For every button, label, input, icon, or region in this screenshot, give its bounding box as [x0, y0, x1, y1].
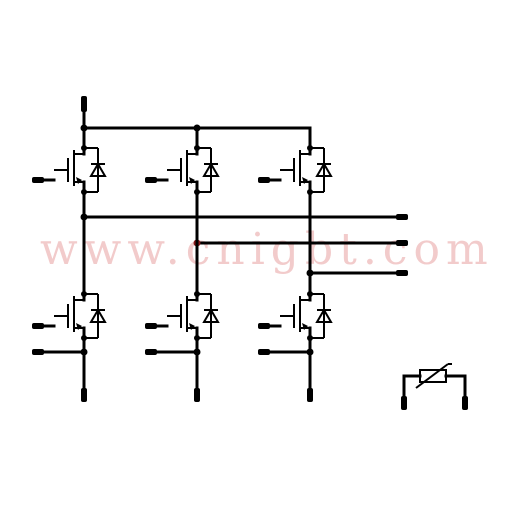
leg-w — [258, 126, 333, 402]
terminal-pin-dc-minus-u[interactable] — [81, 388, 87, 402]
gate-pin-high-v[interactable] — [145, 177, 157, 183]
terminal-pin-phase-u[interactable] — [396, 214, 408, 220]
ntc-thermistor — [401, 363, 468, 410]
gate-pin-high-u[interactable] — [32, 177, 44, 183]
emitter-sense-pin-v[interactable] — [145, 349, 157, 355]
igbt-low-side-u — [52, 286, 107, 346]
igbt-high-side-u — [52, 140, 107, 200]
terminal-pin-dc-minus-v[interactable] — [194, 388, 200, 402]
gate-pin-low-u[interactable] — [32, 323, 44, 329]
terminal-pin-ntc-1[interactable] — [401, 396, 407, 410]
gate-pin-high-w[interactable] — [258, 177, 270, 183]
terminal-pin-phase-v[interactable] — [396, 240, 408, 246]
gate-pin-low-w[interactable] — [258, 323, 270, 329]
igbt-low-side-w — [278, 286, 333, 346]
terminal-pin-dc-minus-w[interactable] — [307, 388, 313, 402]
igbt-high-side-v — [165, 140, 220, 200]
igbt-low-side-v — [165, 286, 220, 346]
emitter-sense-pin-u[interactable] — [32, 349, 44, 355]
terminal-pin-ntc-2[interactable] — [462, 396, 468, 410]
phase-outputs — [80, 213, 408, 277]
emitter-sense-pin-w[interactable] — [258, 349, 270, 355]
leg-v — [145, 126, 220, 402]
terminal-pin-dc-plus[interactable] — [81, 96, 87, 112]
terminal-pin-phase-w[interactable] — [396, 270, 408, 276]
leg-u — [32, 126, 107, 402]
gate-pin-low-v[interactable] — [145, 323, 157, 329]
igbt-high-side-w — [278, 140, 333, 200]
dc-plus-bus — [80, 96, 312, 132]
